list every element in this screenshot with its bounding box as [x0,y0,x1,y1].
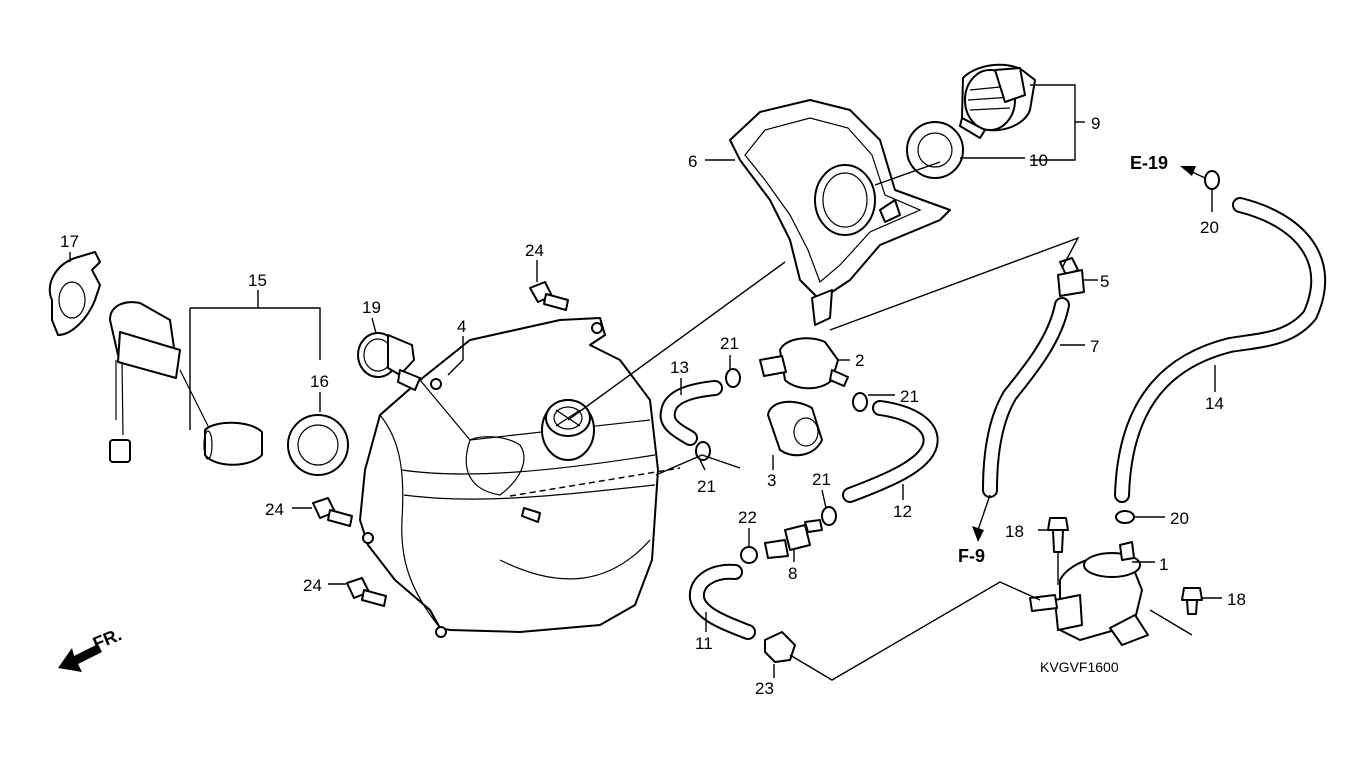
reference-e19: E-19 [1130,153,1168,173]
fuel-unit [109,301,263,466]
callout-14: 14 [1205,394,1224,413]
fuel-cap [959,63,1036,139]
clip-21-d [821,506,837,526]
callout-2: 2 [855,351,864,370]
callout-18-left: 18 [1005,522,1024,541]
clip-22 [740,546,758,564]
reference-f9: F-9 [958,546,985,566]
callout-6: 6 [688,152,697,171]
fuel-joint-5 [1057,257,1085,297]
fuel-unit-packing [287,414,349,476]
callout-24-mid: 24 [265,500,284,519]
clip-20-a [1204,170,1220,190]
callout-5: 5 [1100,272,1109,291]
fuel-unit-set-plate [48,251,101,336]
callout-9: 9 [1091,114,1100,133]
clip-21-a [725,368,741,388]
callout-21-b: 21 [900,387,919,406]
callout-21-d: 21 [812,470,831,489]
tank-cover [729,99,951,326]
callout-12: 12 [893,502,912,521]
diagram-code: KVGVF1600 [1040,659,1119,675]
fuel-hose-band [357,332,421,391]
callout-7: 7 [1090,337,1099,356]
fuel-pump [1029,541,1149,646]
callout-17: 17 [60,232,79,251]
bolt-24-mid [312,497,353,527]
fuel-cap-packing [906,121,964,179]
fuel-joint-8 [764,519,823,559]
callout-10: 10 [1029,151,1048,170]
clip-20-b [1115,510,1135,524]
clip-21-b [852,392,868,412]
callout-20-bottom: 20 [1170,509,1189,528]
bolt-18-right [1181,587,1203,615]
callout-11: 11 [695,634,713,653]
fuel-filter [759,337,849,390]
callout-15: 15 [248,271,267,290]
callout-22: 22 [738,508,757,527]
callout-21-c: 21 [697,477,716,496]
clip-23 [764,631,796,663]
fuel-tank [359,317,659,638]
callout-18-right: 18 [1227,590,1246,609]
bolt-24-top [529,281,569,311]
front-mark-label: FR. [90,624,124,653]
callout-23: 23 [755,679,774,698]
callout-24-bottom: 24 [303,576,322,595]
bolt-18-left [1047,517,1069,553]
callout-13: 13 [670,358,689,377]
callout-19: 19 [362,298,381,317]
callout-4: 4 [457,317,466,336]
leader-lines [69,84,1222,681]
callout-3: 3 [767,471,776,490]
bolt-24-bottom [346,577,387,607]
callout-20-top: 20 [1200,218,1219,237]
callout-21-a: 21 [720,334,739,353]
front-direction-arrow: FR. [58,624,124,672]
callout-16: 16 [310,372,329,391]
callout-1: 1 [1159,555,1168,574]
callout-8: 8 [788,564,797,583]
fuel-filter-rubber [767,400,823,457]
callout-numbers: 1 2 3 4 5 6 7 8 9 10 11 12 13 14 15 16 1… [60,114,1246,698]
callout-24-top: 24 [525,241,544,260]
